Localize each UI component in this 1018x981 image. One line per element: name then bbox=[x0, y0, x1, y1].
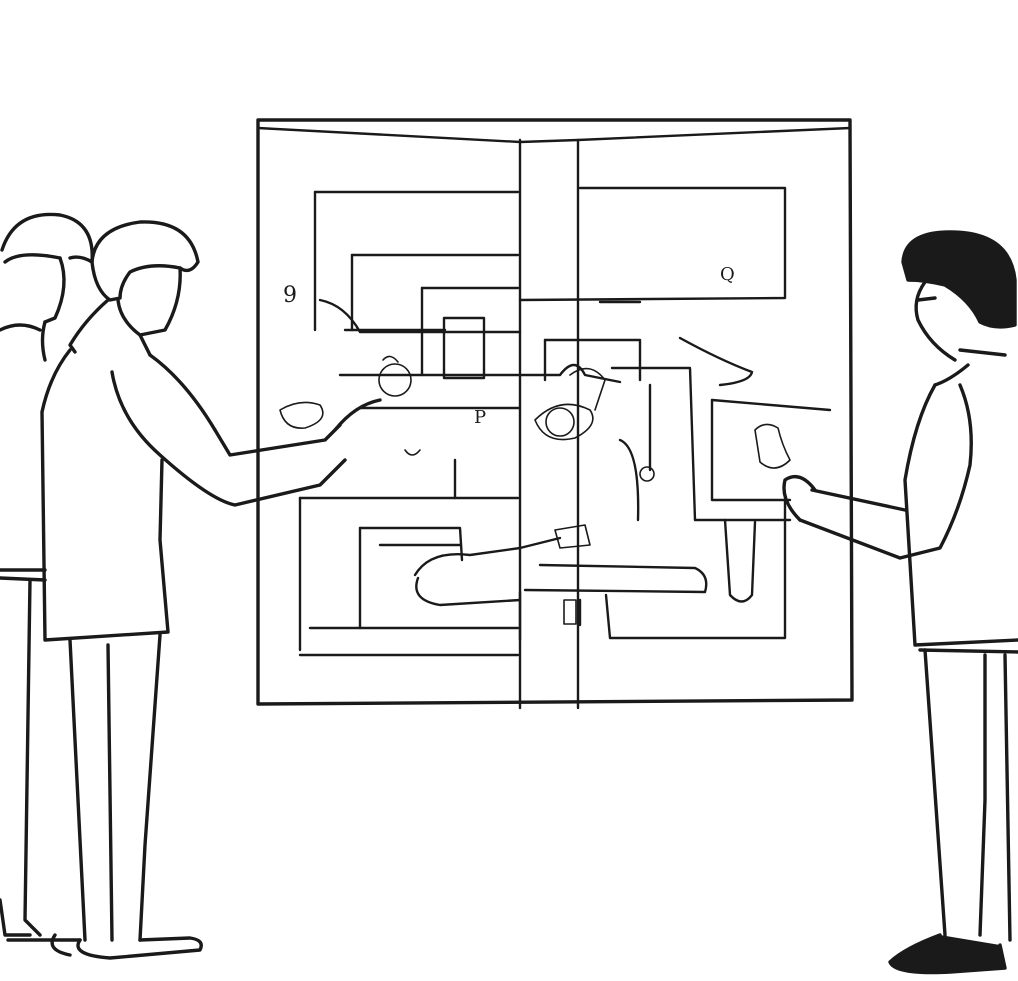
board-top-edge bbox=[256, 126, 852, 144]
board-glyph-b: P bbox=[474, 407, 487, 428]
maze-walls-right bbox=[518, 186, 832, 640]
person-left-back bbox=[0, 212, 94, 942]
maze-objects bbox=[279, 355, 655, 625]
maze-channel bbox=[318, 298, 754, 642]
person-left-front-hair bbox=[90, 220, 200, 302]
board-frame bbox=[256, 118, 854, 706]
board-glyph-a: 9 bbox=[283, 283, 297, 308]
person-left-front bbox=[40, 220, 382, 960]
person-right-hair bbox=[901, 230, 1017, 329]
maze-board bbox=[256, 118, 854, 710]
person-right bbox=[754, 230, 1018, 975]
board-glyph-c: Q bbox=[720, 264, 735, 285]
maze-walls-left bbox=[298, 190, 520, 657]
